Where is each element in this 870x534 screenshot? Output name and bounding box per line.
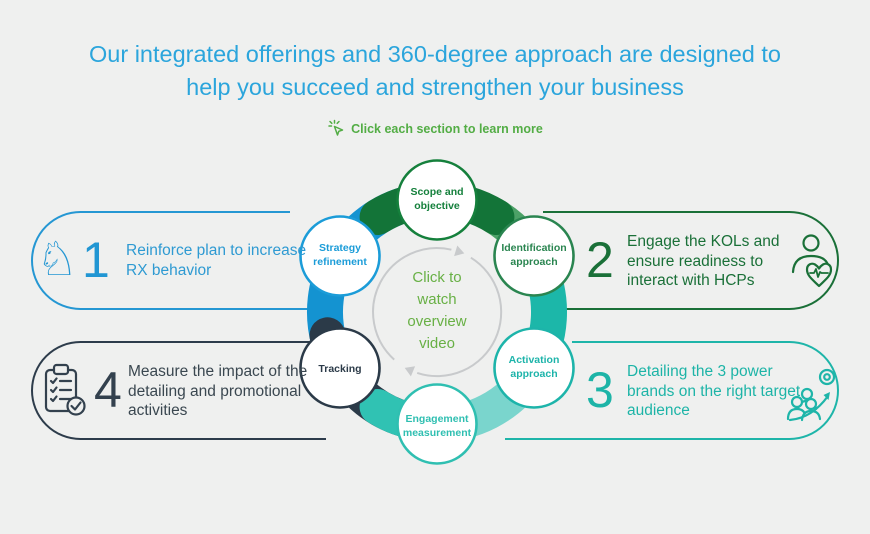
node-tracking-label[interactable]: Tracking (318, 363, 362, 375)
node-identification-circle[interactable] (493, 215, 575, 297)
node-engagement-circle[interactable] (396, 383, 478, 465)
cycle-arc-2 (416, 256, 503, 378)
callout-3-text[interactable]: Detailing the 3 power brands on the righ… (627, 363, 801, 419)
callout-2-text[interactable]: Engage the KOLs and ensure readiness to … (627, 233, 780, 289)
node-strategy-circle[interactable] (299, 215, 381, 297)
center-line-4: video (419, 335, 455, 352)
watch-video-button[interactable]: Click to watch overview video (382, 267, 492, 355)
center-line-1: Click to (412, 269, 462, 286)
node-engagement-label[interactable]: Engagement measurement (402, 413, 472, 439)
node-activation-circle[interactable] (493, 327, 575, 409)
cycle-arrowhead-bottom-icon (404, 366, 416, 377)
callout-4-number: 4 (94, 362, 122, 418)
subtitle: Click each section to learn more (0, 119, 870, 138)
center-line-2: watch (417, 291, 457, 308)
callout-2-number: 2 (586, 232, 614, 288)
cycle-arrowhead-top-icon (454, 245, 465, 257)
callout-1-text[interactable]: Reinforce plan to increase RX behavior (126, 242, 307, 279)
node-strategy-label[interactable]: Strategy refinement (313, 242, 367, 268)
node-identification-label[interactable]: Identification approach (501, 242, 567, 268)
callout-3-number: 3 (586, 362, 614, 418)
page-title: Our integrated offerings and 360-degree … (0, 38, 870, 104)
callout-4-text[interactable]: Measure the impact of the detailing and … (128, 363, 308, 419)
title-line-1: Our integrated offerings and 360-degree … (89, 41, 781, 67)
callout-1-number: 1 (82, 232, 110, 288)
center-line-3: overview (407, 313, 467, 330)
callout-2-outline[interactable] (543, 211, 839, 310)
callout-4-outline[interactable] (31, 341, 334, 440)
audience-target-icon (784, 364, 840, 422)
node-scope-circle[interactable] (396, 159, 478, 241)
callout-1-outline[interactable] (31, 211, 332, 310)
callout-3-outline[interactable] (505, 341, 839, 440)
checklist-icon (40, 362, 88, 418)
node-activation-label[interactable]: Activation approach (508, 354, 560, 380)
node-scope-label[interactable]: Scope and objective (410, 186, 464, 212)
chess-knight-icon: ♘ (36, 232, 79, 285)
node-tracking-circle[interactable] (299, 327, 381, 409)
hcp-heart-icon (786, 232, 840, 290)
title-line-2: help you succeed and strengthen your bus… (186, 74, 684, 100)
click-cursor-icon (327, 119, 346, 138)
subtitle-label: Click each section to learn more (351, 121, 543, 136)
cycle-arc-1 (372, 247, 452, 361)
